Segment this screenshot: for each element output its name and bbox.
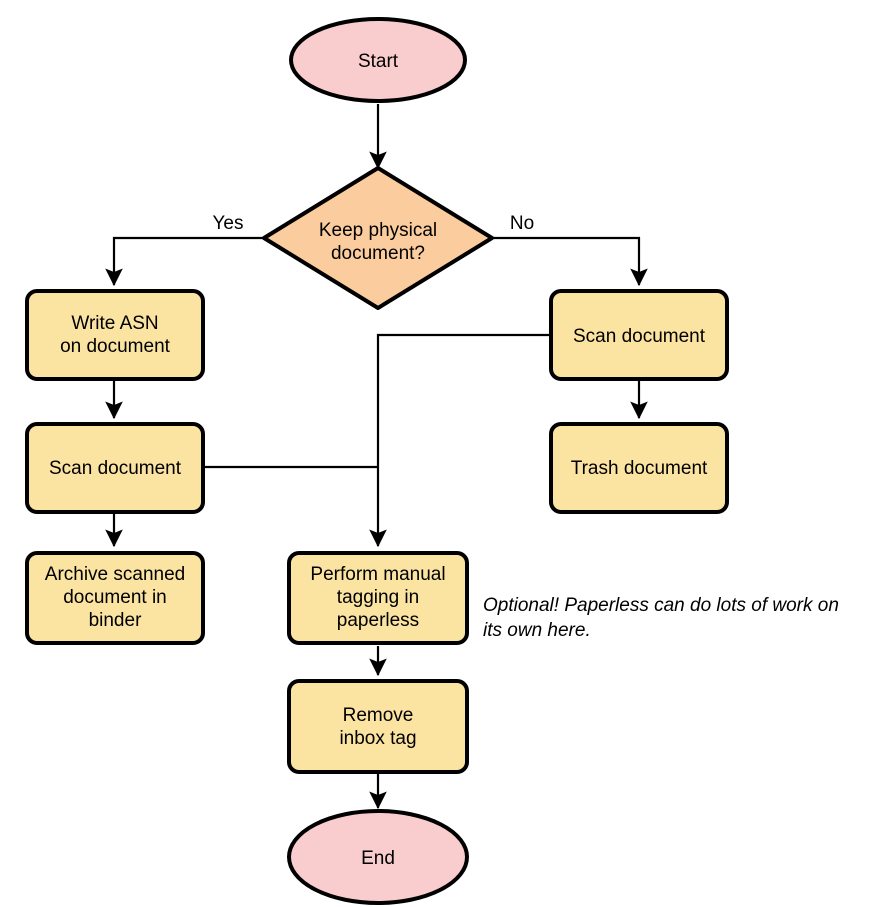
remove-inbox-tag-box <box>287 679 469 774</box>
write-asn-box <box>25 289 205 381</box>
decision-label-line1: Keep physical <box>319 220 437 241</box>
decision-diamond <box>262 166 494 310</box>
decision-label-line2: document? <box>331 243 425 264</box>
archive-box <box>25 551 205 645</box>
scan-document-right-label: Scan document <box>573 326 706 347</box>
tagging-label-line3: paperless <box>337 610 419 631</box>
end-label: End <box>361 848 395 869</box>
node-scan-document-right[interactable]: Scan document <box>549 289 729 381</box>
node-decision-keep-physical-document[interactable]: Keep physical document? <box>262 166 494 310</box>
scan-document-left-box <box>25 422 205 514</box>
node-write-asn-on-document[interactable]: Write ASN on document <box>25 289 205 381</box>
note-line2: its own here. <box>483 620 591 641</box>
note-line1: Optional! Paperless can do lots of work … <box>483 595 839 616</box>
node-trash-document[interactable]: Trash document <box>549 422 729 514</box>
write-asn-label-line1: Write ASN <box>71 313 158 334</box>
tagging-label-line2: tagging in <box>337 587 419 608</box>
node-archive-scanned-document[interactable]: Archive scanned document in binder <box>25 551 205 645</box>
edge-label-yes: Yes <box>213 213 244 234</box>
tagging-box <box>287 551 469 645</box>
node-perform-manual-tagging[interactable]: Perform manual tagging in paperless <box>287 551 469 645</box>
remove-inbox-label-line2: inbox tag <box>339 728 416 749</box>
edge-decision-to-scan-right <box>492 236 648 287</box>
edge-decision-to-write-asn <box>105 236 264 287</box>
start-ellipse <box>289 17 467 103</box>
archive-label-line3: binder <box>89 610 142 631</box>
node-start[interactable]: Start <box>289 17 467 103</box>
node-remove-inbox-tag[interactable]: Remove inbox tag <box>287 679 469 774</box>
optional-note: Optional! Paperless can do lots of work … <box>483 595 839 641</box>
end-ellipse <box>287 809 469 905</box>
trash-document-label: Trash document <box>571 458 708 479</box>
edge-label-no: No <box>510 213 534 234</box>
archive-label-line1: Archive scanned <box>45 564 185 585</box>
write-asn-label-line2: on document <box>60 336 171 357</box>
node-scan-document-left[interactable]: Scan document <box>25 422 205 514</box>
start-label: Start <box>358 51 399 72</box>
archive-label-line2: document in <box>63 587 167 608</box>
scan-document-left-label: Scan document <box>49 458 182 479</box>
edge-scan-right-to-tagging <box>369 333 551 548</box>
remove-inbox-label-line1: Remove <box>343 705 414 726</box>
node-end[interactable]: End <box>287 809 469 905</box>
trash-document-box <box>549 422 729 514</box>
scan-document-right-box <box>549 289 729 381</box>
tagging-label-line1: Perform manual <box>310 564 445 585</box>
